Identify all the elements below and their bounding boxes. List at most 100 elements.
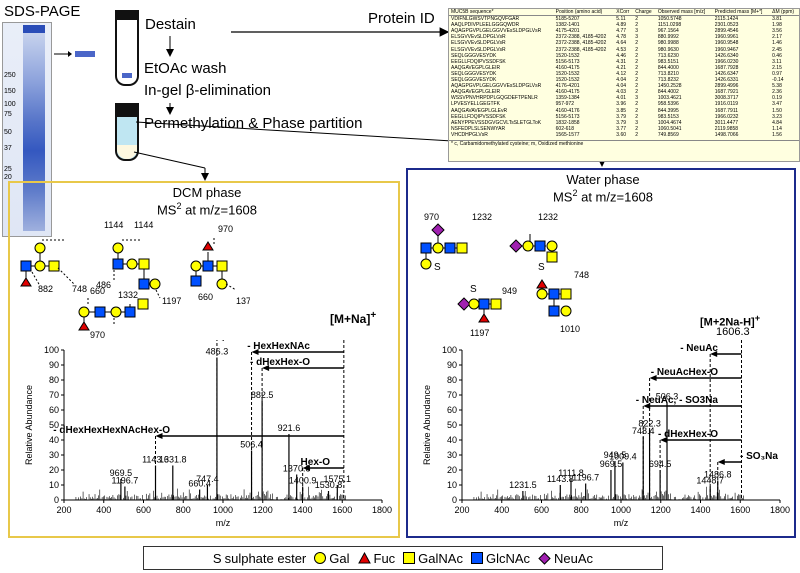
table-header-row: MUC5B sequence* Position (amino acid) XC… [449,9,799,17]
table-cell: 1382-1401 [555,22,580,29]
table-cell: 1426.6347 [714,70,739,77]
water-glycan-4 [536,279,572,317]
wfrag-1232-a: 1232 [472,212,492,222]
dcm-glycan-1 [20,239,75,287]
y-tick-label: 30 [49,450,59,460]
table-cell: 713.6230 [657,52,679,59]
gel-arrow [54,51,95,57]
x-tick-label: 1000 [213,505,233,515]
neuac-icon [457,297,471,311]
table-cell: 602-618 [555,125,574,132]
wfrag-1010: 1010 [560,324,580,334]
y-axis-label: Relative Abundance [24,385,34,465]
glcnac-icon [138,278,150,290]
table-cell: 3.11 [772,58,782,65]
table-cell: 4.12 [616,70,627,77]
legend-galnac: GalNAc [403,551,463,566]
step-destain: Destain [145,16,196,33]
glcnac-icon [190,275,202,287]
galnac-icon [456,242,468,254]
table-cell: AAQGAVAVEGPLGLEvR [451,107,508,114]
table-cell: 2 [635,22,638,29]
table-cell: 0.46 [772,52,782,59]
y-tick-label: 80 [49,375,59,385]
table-cell: 5.38 [772,83,782,90]
y-tick-label: 70 [49,390,59,400]
table-cell: 2 [635,77,638,84]
table-cell: 2 [635,64,638,71]
gal-icon [126,258,138,270]
table-cell: 2372-2388, 4185-4202 [555,46,607,53]
legend-fuc: Fuc [357,551,395,566]
table-cell: 1003.4621 [657,95,682,102]
sds-page-gel [2,22,52,237]
legend-galnac-label: GalNAc [418,550,463,566]
table-cell: 1520-1532 [555,77,580,84]
dcm-title: DCM phase [172,185,242,200]
th-predicted: Predicted mass [M+*] [712,9,771,17]
table-cell: 3.85 [616,107,627,114]
table-cell: VDIFNLGWSVTPNGQVFGAR [451,16,520,23]
y-tick-label: 50 [447,420,457,430]
table-cell: 0.97 [772,70,782,77]
peak-label: 921.6 [278,423,301,433]
gal-icon [78,306,90,318]
table-cell: 2 [635,101,638,108]
x-tick-label: 1000 [611,505,631,515]
water-ms-suffix: at m/z=1608 [577,189,654,205]
sds-page-title: SDS-PAGE [4,3,81,20]
peak-label: 1231.5 [509,480,537,490]
table-cell: EEGLLFDQIPVSSDFSK [451,113,506,120]
water-glycan-3: S [457,284,502,323]
fuc-icon [78,321,90,331]
x-tick-label: 1400 [292,505,312,515]
table-cell: 1687.7921 [714,89,739,96]
x-tick-label: 800 [176,505,191,515]
table-cell: 1050.5748 [657,16,682,23]
loss-arrowhead [717,459,725,465]
frag-660-b: 660 [90,286,105,296]
table-cell: 1960.9467 [714,46,739,53]
loss-arrow-label: Hex-O [301,457,331,468]
table-cell: 3.56 [772,28,782,35]
frag-1371: 1371 [236,296,250,306]
table-cell: ELSGVVEvSLDPGLVsR [451,34,506,41]
loss-arrowhead [649,375,657,381]
table-cell: AENYPPEVSSDGVGCVLTsSLETGLToK [451,119,542,126]
table-cell: 4160-4175 [555,64,580,71]
glcnac-icon [124,306,136,318]
table-cell: 1.56 [772,131,782,138]
x-axis-label: m/z [216,518,231,528]
table-cell: 4160-4175 [555,89,580,96]
peak-label: 1331.8 [159,455,187,465]
step-wash: EtOAc wash [144,60,227,77]
table-cell: 3.79 [616,119,627,126]
table-cell: 2899.4996 [714,83,739,90]
dcm-precursor-sup: + [370,310,377,321]
table-cell: 1359-1384 [555,95,580,102]
galnac-icon [546,251,558,263]
peak-label: 1196.7 [572,473,599,483]
table-cell: 2 [635,40,638,47]
fuc-triangle-icon [357,552,371,564]
table-cell: 0.19 [772,95,782,102]
galnac-icon [490,298,502,310]
y-tick-label: 30 [447,450,457,460]
table-cell: 1960.9961 [714,34,739,41]
table-cell: 4160-4176 [555,107,580,114]
dcm-precursor: [M+Na]+ [330,310,376,326]
table-cell: 3.96 [616,101,627,108]
y-tick-label: 20 [447,465,457,475]
peak-label: 1575.1 [324,474,352,484]
table-cell: 2 [635,52,638,59]
x-tick-label: 1200 [651,505,671,515]
table-cell: 4.84 [772,119,782,126]
